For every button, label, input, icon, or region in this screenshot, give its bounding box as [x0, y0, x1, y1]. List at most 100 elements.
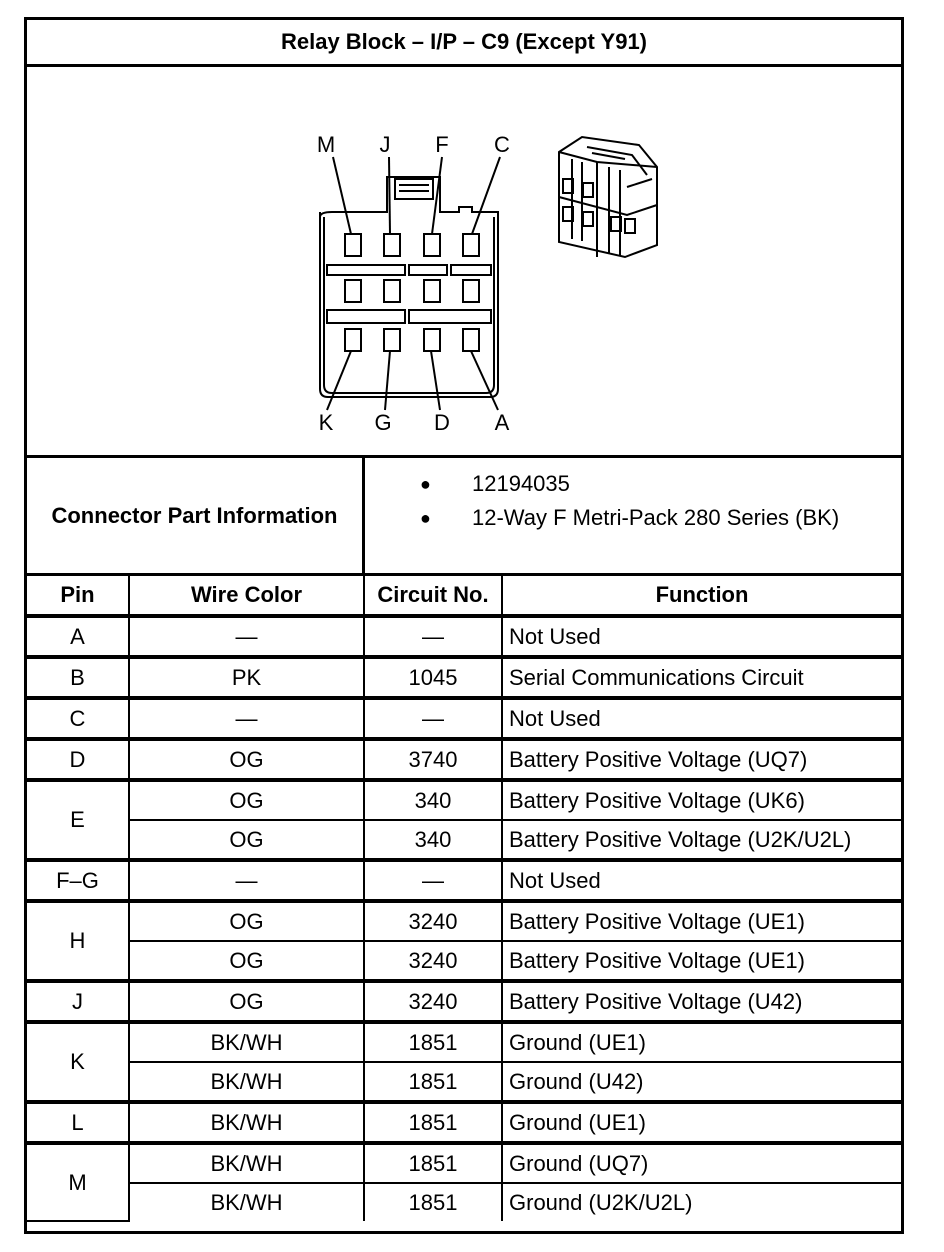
- pin-cavity: [383, 279, 401, 303]
- circuit-cell: 1851: [363, 1141, 503, 1184]
- pin-cell: C: [27, 696, 130, 740]
- circuit-cell: 340: [363, 778, 503, 821]
- function-cell: Battery Positive Voltage (UE1): [501, 899, 901, 942]
- pinout-table: Pin Wire Color Circuit No. Function A——N…: [27, 576, 901, 1222]
- pin-label-M: M: [317, 132, 335, 157]
- bullet-icon: ●: [420, 508, 431, 528]
- wire-color-cell: OG: [128, 778, 365, 821]
- row-divider: [450, 264, 492, 276]
- row-divider: [408, 264, 448, 276]
- function-cell: Ground (UE1): [501, 1020, 901, 1063]
- header-function: Function: [501, 576, 901, 617]
- wire-color-cell: —: [128, 614, 365, 658]
- pin-cell: M: [27, 1141, 130, 1222]
- row-divider: [326, 309, 406, 324]
- pin-label-D: D: [434, 410, 450, 435]
- table-row: F–G——Not Used: [27, 858, 901, 902]
- circuit-cell: 1851: [363, 1182, 503, 1221]
- pin-cavity: [462, 279, 480, 303]
- function-cell: Not Used: [501, 858, 901, 902]
- circuit-cell: —: [363, 696, 503, 740]
- pin-cavity: [344, 233, 362, 257]
- circuit-cell: 1851: [363, 1061, 503, 1103]
- wire-color-cell: OG: [129, 819, 365, 861]
- pin-label-A: A: [495, 410, 510, 435]
- wire-color-cell: BK/WH: [129, 1061, 365, 1103]
- document-title: Relay Block – I/P – C9 (Except Y91): [27, 20, 901, 67]
- row-divider: [326, 264, 406, 276]
- pin-label-G: G: [374, 410, 391, 435]
- pin-cell: D: [27, 737, 130, 781]
- pin-label-K: K: [319, 410, 334, 435]
- wire-color-cell: OG: [129, 940, 365, 982]
- circuit-cell: 1851: [363, 1020, 503, 1063]
- pin-cavity: [383, 328, 401, 352]
- function-cell: Battery Positive Voltage (UK6): [501, 778, 901, 821]
- row-divider: [408, 309, 492, 324]
- circuit-cell: —: [363, 614, 503, 658]
- header-circuit-no: Circuit No.: [363, 576, 503, 617]
- circuit-cell: 3240: [363, 979, 503, 1023]
- pin-cell: A: [27, 614, 130, 658]
- table-header-row: Pin Wire Color Circuit No. Function: [27, 576, 901, 617]
- pin-cavity: [462, 328, 480, 352]
- connector-info-label: Connector Part Information: [27, 458, 365, 576]
- circuit-cell: 1045: [363, 655, 503, 699]
- function-cell: Serial Communications Circuit: [501, 655, 901, 699]
- circuit-cell: 3240: [363, 899, 503, 942]
- pin-label-J: J: [380, 132, 391, 157]
- function-cell: Battery Positive Voltage (UE1): [501, 940, 901, 982]
- function-cell: Battery Positive Voltage (U42): [501, 979, 901, 1023]
- function-cell: Battery Positive Voltage (U2K/U2L): [501, 819, 901, 861]
- pin-cavity: [462, 233, 480, 257]
- wire-color-cell: —: [128, 696, 365, 740]
- pin-cavity: [423, 279, 441, 303]
- pin-label-F: F: [435, 132, 448, 157]
- pin-cell: H: [27, 899, 130, 982]
- connector-type: 12-Way F Metri-Pack 280 Series (BK): [472, 505, 840, 530]
- circuit-cell: 3740: [363, 737, 503, 781]
- pin-cell: L: [27, 1100, 130, 1144]
- connector-outline: [319, 176, 499, 398]
- function-cell: Not Used: [501, 696, 901, 740]
- wire-color-cell: BK/WH: [128, 1141, 365, 1184]
- circuit-cell: 3240: [363, 940, 503, 982]
- header-wire-color: Wire Color: [128, 576, 365, 617]
- pin-cavity: [383, 233, 401, 257]
- pin-cell: B: [27, 655, 130, 699]
- pin-cavity: [344, 328, 362, 352]
- header-pin: Pin: [27, 576, 130, 617]
- table-row: C——Not Used: [27, 696, 901, 740]
- circuit-cell: 340: [363, 819, 503, 861]
- connector-face-drawing: M J F C K G D A: [317, 132, 658, 435]
- bullet-icon: ●: [420, 474, 431, 494]
- wire-color-cell: BK/WH: [128, 1100, 365, 1144]
- pin-cell: E: [27, 778, 130, 861]
- pin-cell: J: [27, 979, 130, 1023]
- connector-document: Relay Block – I/P – C9 (Except Y91): [24, 17, 904, 1234]
- pin-cell: F–G: [27, 858, 130, 902]
- wire-color-cell: —: [128, 858, 365, 902]
- wire-color-cell: OG: [128, 979, 365, 1023]
- part-number: 12194035: [472, 471, 570, 496]
- wire-color-cell: BK/WH: [128, 1020, 365, 1063]
- circuit-cell: —: [363, 858, 503, 902]
- connector-latch: [394, 178, 434, 200]
- connector-3d-view: [558, 135, 658, 259]
- pin-label-C: C: [494, 132, 510, 157]
- function-cell: Ground (U2K/U2L): [501, 1182, 901, 1221]
- wire-color-cell: OG: [128, 737, 365, 781]
